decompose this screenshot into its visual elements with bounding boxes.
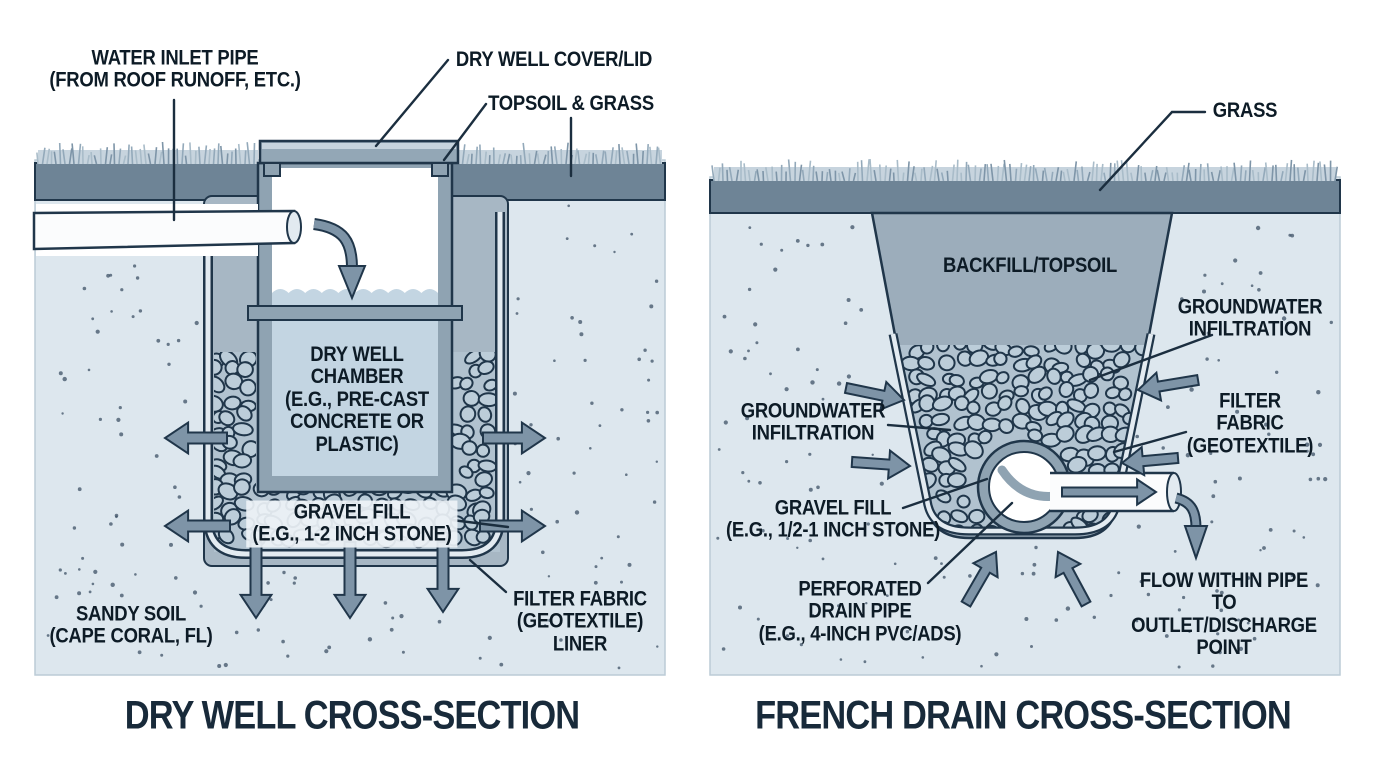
label-groundwater-right: GROUNDWATER INFILTRATION [1177, 295, 1323, 341]
label-gravel-fill-right: GRAVEL FILL (E.G., 1/2-1 INCH STONE) [725, 496, 941, 542]
topsoil-band [447, 162, 666, 201]
topsoil-band [709, 179, 1341, 214]
label-sandy-soil: SANDY SOIL (CAPE CORAL, FL) [49, 602, 213, 648]
label-water-inlet-pipe: WATER INLET PIPE (FROM ROOF RUNOFF, ETC.… [49, 46, 301, 92]
label-perforated-drain-pipe: PERFORATED DRAIN PIPE (E.G., 4-INCH PVC/… [758, 577, 962, 646]
label-filter-fabric-right: FILTER FABRIC (GEOTEXTILE) [1186, 389, 1314, 458]
label-groundwater-left: GROUNDWATER INFILTRATION [740, 399, 886, 445]
soil-speckles [716, 225, 1334, 669]
topsoil-band [34, 162, 263, 201]
grass-tufts [711, 159, 1338, 182]
pipe-opening [286, 210, 302, 244]
label-grass: GRASS [1212, 98, 1278, 122]
chamber-rim [247, 305, 463, 321]
french-drain-diagram [709, 159, 1341, 676]
label-topsoil-grass: TOPSOIL & GRASS [488, 91, 654, 115]
flow-swoosh [997, 465, 1061, 501]
label-gravel-fill-left: GRAVEL FILL (E.G., 1-2 INCH STONE) [246, 500, 458, 548]
callout-lines [172, 58, 1214, 594]
label-backfill-topsoil: BACKFILL/TOPSOIL [942, 253, 1118, 277]
infiltration-arrows [843, 370, 1200, 608]
inflow-arrow [313, 220, 356, 269]
outlet-arrow [1174, 494, 1200, 529]
dry-well-title: DRY WELL CROSS-SECTION [124, 693, 580, 738]
label-flow-within-pipe: FLOW WITHIN PIPE TO OUTLET/DISCHARGE POI… [1131, 569, 1317, 660]
water-inlet-pipe [32, 209, 296, 251]
cover-tab [431, 162, 449, 177]
cover-highlight [262, 143, 456, 149]
cover-tab [263, 162, 281, 177]
outlet-arrowhead [1183, 525, 1209, 562]
inflow-arrowhead [337, 265, 367, 301]
french-drain-title: FRENCH DRAIN CROSS-SECTION [755, 693, 1292, 738]
water-in-chamber [272, 289, 439, 476]
label-dry-well-chamber: DRY WELL CHAMBER (E.G., PRE-CAST CONCRET… [285, 342, 429, 456]
outlet-pipe-cap [1166, 472, 1182, 512]
percolation-arrows [163, 420, 547, 620]
label-filter-fabric-liner: FILTER FABRIC (GEOTEXTILE) LINER [513, 587, 647, 656]
dry-well-diagram [32, 139, 666, 676]
grass-tufts [36, 141, 662, 165]
label-cover-lid: DRY WELL COVER/LID [455, 47, 653, 71]
